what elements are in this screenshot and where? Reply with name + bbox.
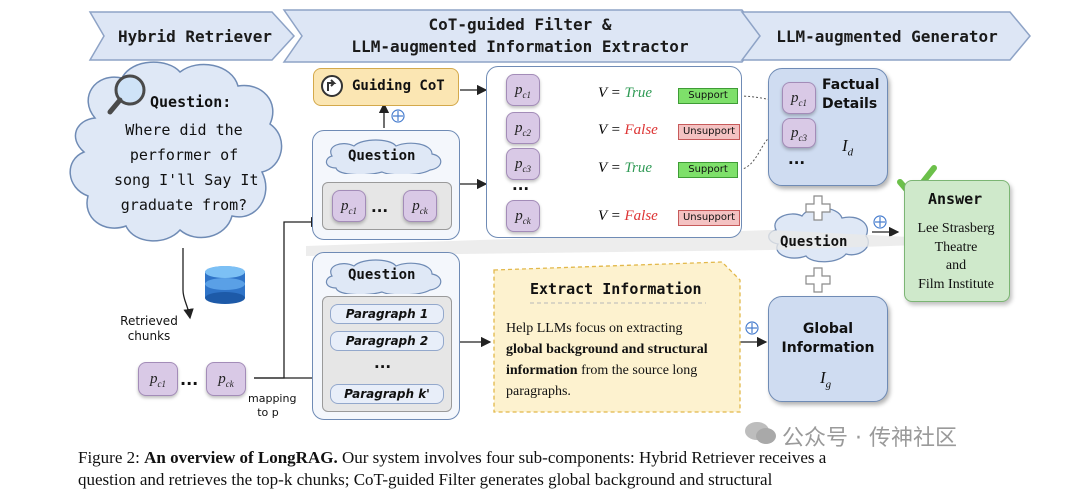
question-label-upper: Question bbox=[348, 148, 416, 164]
guiding-cot-label: Guiding CoT bbox=[352, 78, 445, 94]
question-text: Where did the performer of song I'll Say… bbox=[114, 121, 259, 214]
support-badge-1: Support bbox=[678, 88, 738, 104]
chunk-ellipsis: ... bbox=[180, 370, 199, 389]
factual-symbol: Id bbox=[842, 136, 854, 159]
question-cloud-lower bbox=[325, 259, 442, 294]
factual-chip-c3: pc3 bbox=[782, 118, 816, 148]
global-symbol: Ig bbox=[820, 368, 832, 391]
guiding-cot-icon bbox=[321, 75, 343, 97]
watermark: 公众号 · 传神社区 bbox=[782, 426, 957, 451]
global-info-card bbox=[768, 296, 888, 402]
plus-icon-top bbox=[805, 195, 831, 221]
stage2-label-line2: LLM-augmented Information Extractor bbox=[351, 37, 689, 56]
stage1-label: Hybrid Retriever bbox=[117, 27, 273, 46]
banner-stage2 bbox=[282, 9, 763, 63]
banner-stage3 bbox=[740, 11, 1031, 61]
wechat-icon bbox=[744, 420, 778, 446]
question-label-lower: Question bbox=[348, 267, 416, 283]
llm-icon-extract bbox=[745, 321, 759, 335]
figure-caption: Figure 2: An overview of LongRAG. Our sy… bbox=[78, 448, 827, 467]
answer-title: Answer bbox=[928, 190, 983, 208]
filter-chip-ck: pck bbox=[506, 200, 540, 232]
figure-caption-line2: question and retrieves the top-k chunks;… bbox=[78, 470, 773, 489]
connectors bbox=[69, 61, 1010, 413]
upper-chip-ck: pck bbox=[403, 190, 437, 222]
cloud-arrow bbox=[182, 248, 194, 320]
factual-details-title: Factual Details bbox=[822, 77, 880, 112]
paragraph-1: Paragraph 1 bbox=[330, 304, 444, 324]
support-badge-3: Support bbox=[678, 162, 738, 178]
paragraph-k: Paragraph k' bbox=[330, 384, 444, 404]
answer-text: Lee Strasberg Theatre and Film Institute bbox=[917, 221, 995, 292]
factual-chip-c1: pc1 bbox=[782, 82, 816, 114]
retrieved-chunks-label: Retrieved chunks bbox=[120, 314, 178, 343]
filter-verdict-1: V = True bbox=[598, 85, 653, 101]
llm-icon-answer bbox=[873, 215, 887, 229]
stage-banner bbox=[88, 9, 1031, 63]
extract-note-shape bbox=[493, 261, 741, 413]
database-icon bbox=[205, 266, 245, 304]
global-info-title: Global Information bbox=[781, 321, 875, 356]
paragraph-2: Paragraph 2 bbox=[330, 331, 444, 351]
upper-chip-c1: pc1 bbox=[332, 190, 366, 222]
question-label-right: Question bbox=[780, 234, 848, 250]
extract-title: Extract Information bbox=[530, 280, 702, 298]
chunk-chip-ck: pck bbox=[206, 362, 246, 396]
upper-ellipsis: ... bbox=[371, 198, 389, 216]
filter-chip-c3: pc3 bbox=[506, 148, 540, 180]
filter-verdict-3: V = True bbox=[598, 160, 653, 176]
paragraph-ellipsis: ... bbox=[374, 354, 392, 372]
filter-verdict-2: V = False bbox=[598, 122, 658, 138]
mapping-label: mapping to p bbox=[248, 392, 297, 419]
extract-description: Help LLMs focus on extracting global bac… bbox=[506, 321, 708, 399]
divider-band bbox=[306, 230, 1010, 256]
factual-ellipsis: ... bbox=[788, 150, 806, 168]
diagram: Hybrid Retriever CoT-guided Filter & LLM… bbox=[69, 9, 1031, 489]
filter-verdict-4: V = False bbox=[598, 208, 658, 224]
filter-chip-c1: pc1 bbox=[506, 74, 540, 106]
chunk-chip-c1: pc1 bbox=[138, 362, 178, 396]
filter-chip-c2: pc2 bbox=[506, 112, 540, 144]
plus-icon-bottom bbox=[805, 267, 831, 293]
question-cloud-shape bbox=[69, 61, 283, 242]
banner-stage1 bbox=[88, 11, 296, 61]
unsupport-badge-2: Unsupport bbox=[678, 124, 740, 140]
stage2-label-line1: CoT-guided Filter & bbox=[428, 15, 612, 34]
llm-icon-cot bbox=[391, 109, 405, 123]
stage3-label: LLM-augmented Generator bbox=[776, 27, 998, 46]
magnifier-icon bbox=[107, 74, 146, 115]
question-title: Question: bbox=[150, 93, 232, 111]
question-cloud-upper bbox=[325, 139, 442, 174]
answer-card bbox=[904, 180, 1010, 302]
unsupport-badge-4: Unsupport bbox=[678, 210, 740, 226]
filter-ellipsis: ... bbox=[512, 176, 530, 194]
